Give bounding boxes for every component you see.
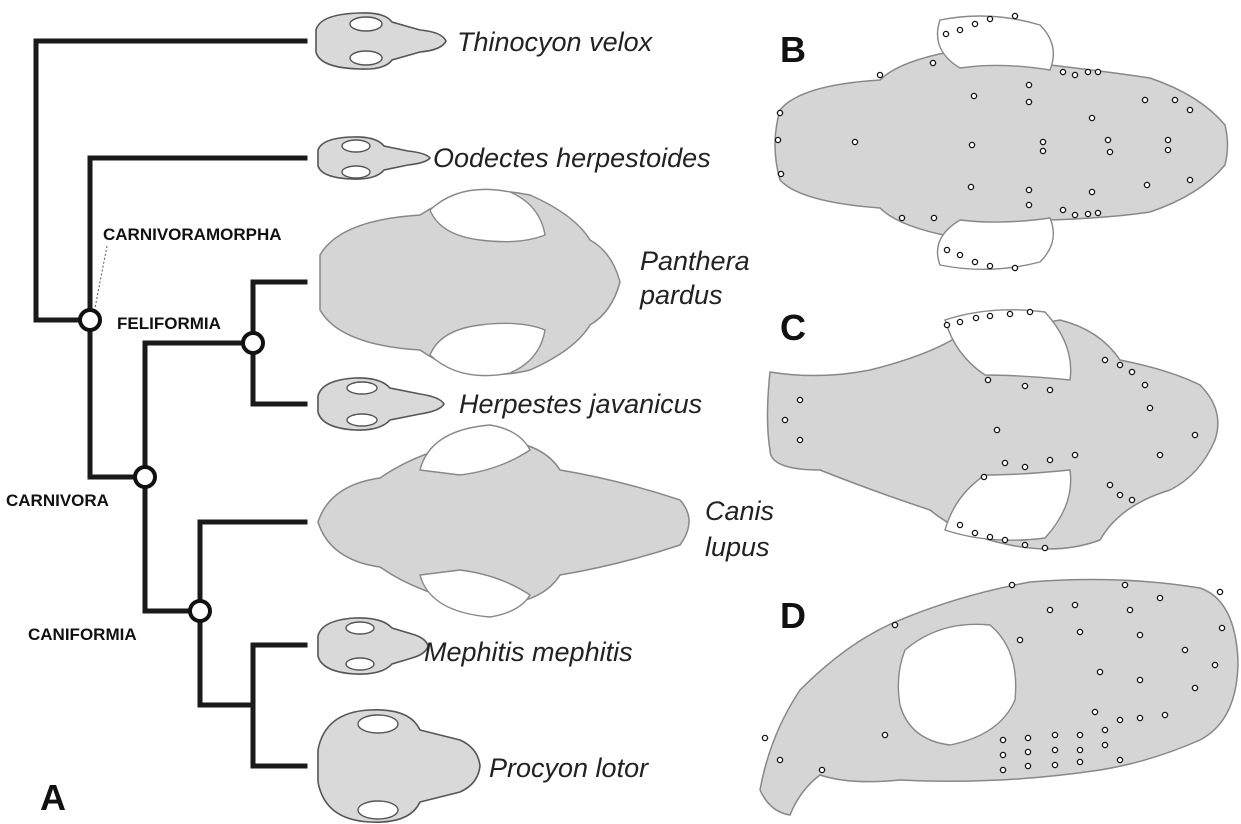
branch-carnivora-feliformia xyxy=(145,343,253,477)
branch-procyon xyxy=(253,705,305,766)
clade-label-carnivoramorpha: CARNIVORAMORPHA xyxy=(103,225,282,244)
branch-carnivora-caniformia xyxy=(145,477,200,611)
taxon-panthera-pardus-line2: pardus xyxy=(639,280,723,310)
branch-carnivoramorpha-carnivora xyxy=(90,320,145,477)
carnivoramorpha-leader xyxy=(95,246,107,308)
skull-panthera xyxy=(320,189,620,375)
skull-lateral-landmarks xyxy=(760,580,1238,815)
taxon-mephitis-mephitis: Mephitis mephitis xyxy=(424,637,633,667)
taxon-canis-lupus-line2: lupus xyxy=(705,532,770,562)
skull-dorsal-landmarks xyxy=(775,13,1228,270)
skull-oodectes xyxy=(318,137,430,179)
taxon-procyon-lotor: Procyon lotor xyxy=(489,753,649,783)
clade-label-carnivora: CARNIVORA xyxy=(6,491,109,510)
branch-musteloid xyxy=(200,611,253,705)
branch-thinocyon xyxy=(36,41,305,320)
skull-ventral-landmarks xyxy=(768,309,1218,550)
clade-label-caniformia: CANIFORMIA xyxy=(28,625,137,644)
branch-herpestes xyxy=(253,343,305,404)
taxon-thinocyon-velox: Thinocyon velox xyxy=(457,27,654,57)
skull-herpestes xyxy=(318,378,444,430)
skull-mephitis xyxy=(318,618,428,674)
node-caniformia xyxy=(190,601,210,621)
node-feliformia xyxy=(243,333,263,353)
taxon-canis-lupus-line1: Canis xyxy=(705,496,774,526)
skull-procyon xyxy=(318,710,480,822)
branch-canis xyxy=(200,522,305,611)
panel-label-c: C xyxy=(780,307,806,348)
panel-label-d: D xyxy=(780,595,806,636)
clade-label-feliformia: FELIFORMIA xyxy=(117,314,221,333)
taxon-oodectes-herpestoides: Oodectes herpestoides xyxy=(433,143,711,173)
node-carnivoramorpha xyxy=(80,310,100,330)
phylogeny-tree: CARNIVORAMORPHA FELIFORMIA CARNIVORA CAN… xyxy=(6,41,305,766)
panel-label-a: A xyxy=(40,777,66,818)
branch-mephitis xyxy=(253,645,305,705)
skull-canis xyxy=(318,425,689,617)
node-carnivora xyxy=(135,467,155,487)
skull-thinocyon xyxy=(316,13,446,69)
branch-panthera xyxy=(253,282,305,343)
panel-label-b: B xyxy=(780,29,806,70)
taxon-herpestes-javanicus: Herpestes javanicus xyxy=(459,389,702,419)
taxon-panthera-pardus-line1: Panthera xyxy=(640,246,750,276)
